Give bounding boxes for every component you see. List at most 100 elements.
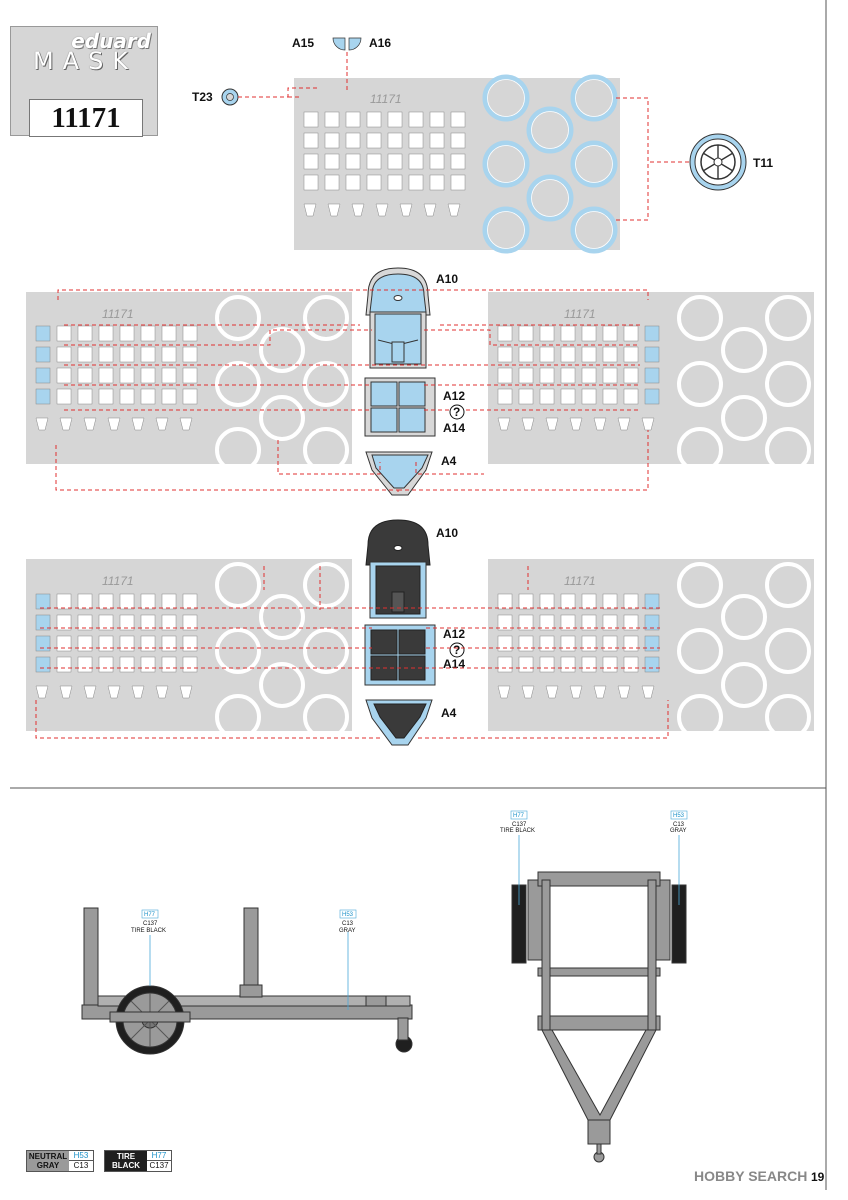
wheel-ring-mask [721, 395, 767, 441]
wheel-ring-mask [765, 361, 811, 407]
window-mask [429, 174, 445, 191]
wheel-ring-mask [677, 295, 723, 341]
window-mask [539, 656, 555, 673]
window-mask [644, 656, 660, 673]
callout-left-frame-c: C13 [342, 921, 354, 927]
window-mask [560, 635, 576, 652]
window-mask [644, 635, 660, 652]
window-mask [497, 593, 513, 610]
window-mask [161, 656, 177, 673]
callout-left-frame-name: GRAY [339, 928, 356, 934]
wheel-ring-mask [677, 628, 723, 674]
callout-right-tire-name: TIRE BLACK [500, 828, 535, 834]
wheel-ring-mask [570, 206, 618, 254]
window-mask [107, 417, 121, 431]
window-mask [56, 635, 72, 652]
wheel-ring-mask [526, 174, 574, 222]
wheel-ring-mask [259, 662, 305, 708]
label-a4: A4 [441, 454, 457, 468]
wheel-ring-mask [482, 140, 530, 188]
sheet-number-text: 11171 [370, 92, 402, 106]
sheet-number-text: 11171 [564, 307, 596, 321]
window-mask [35, 685, 49, 699]
window-mask [408, 111, 424, 128]
t11-wheel-mask [689, 133, 747, 191]
window-mask [429, 153, 445, 170]
canopy-window-masks [303, 111, 466, 217]
window-mask [497, 417, 511, 431]
window-mask [161, 325, 177, 342]
sheet-number-text: 11171 [564, 574, 596, 588]
window-mask [408, 153, 424, 170]
leader-lines-top [238, 52, 690, 221]
wheel-ring-mask [215, 427, 261, 473]
a4-nose-masked [365, 451, 433, 496]
window-mask [345, 153, 361, 170]
window-mask [366, 174, 382, 191]
window-mask [497, 388, 513, 405]
wheel-ring-mask [721, 594, 767, 640]
callout-leaders-top [518, 835, 680, 905]
window-mask [602, 593, 618, 610]
callout-left-tire-name: TIRE BLACK [131, 928, 166, 934]
leader-lines-lower [35, 566, 669, 739]
product-line: MASK [32, 47, 138, 75]
top-mask-sheet: 11171 [294, 74, 620, 254]
a10-canopy-masked [365, 267, 431, 369]
window-mask [521, 417, 535, 431]
wheel-ring-mask [570, 74, 618, 122]
window-mask [497, 656, 513, 673]
window-mask [569, 417, 583, 431]
window-mask [644, 593, 660, 610]
window-mask [497, 346, 513, 363]
window-mask [140, 614, 156, 631]
window-mask [429, 111, 445, 128]
wheel-ring-mask [303, 694, 349, 740]
window-mask [387, 174, 403, 191]
window-mask [35, 367, 51, 384]
window-mask [140, 346, 156, 363]
window-mask [539, 346, 555, 363]
window-mask [179, 685, 193, 699]
label-a14-lower: A14 [443, 657, 465, 671]
window-mask [399, 203, 413, 217]
callout-right-tire-h: H77 [513, 813, 525, 819]
leader-lines-middle [55, 289, 649, 492]
window-mask [35, 346, 51, 363]
window-mask [518, 388, 534, 405]
window-mask [35, 388, 51, 405]
window-mask [581, 614, 597, 631]
wheel-ring-mask [765, 427, 811, 473]
window-mask [345, 111, 361, 128]
window-mask [161, 635, 177, 652]
window-mask [161, 593, 177, 610]
window-mask [77, 388, 93, 405]
window-mask [140, 367, 156, 384]
label-a10: A10 [436, 272, 458, 286]
a10-canopy-dark [365, 519, 431, 619]
window-mask [387, 153, 403, 170]
callout-right-frame-h: H53 [673, 813, 685, 819]
window-mask [77, 614, 93, 631]
callout-leaders-side [149, 932, 349, 1010]
window-mask [324, 174, 340, 191]
window-mask [98, 635, 114, 652]
window-mask [497, 614, 513, 631]
window-mask [450, 111, 466, 128]
question-mark-icon: ? [453, 405, 460, 419]
window-mask [35, 635, 51, 652]
wheel-ring-mask [765, 628, 811, 674]
label-a12: A12 [443, 389, 465, 403]
window-mask [644, 325, 660, 342]
wheel-ring-mask [765, 562, 811, 608]
window-mask [119, 593, 135, 610]
a12-a14-panel-dark [364, 624, 436, 686]
window-mask [375, 203, 389, 217]
window-mask [155, 685, 169, 699]
window-mask [593, 417, 607, 431]
label-a15: A15 [292, 36, 314, 50]
window-mask [303, 132, 319, 149]
lower-right-mask-sheet: 11171 [488, 559, 814, 740]
window-mask [98, 367, 114, 384]
